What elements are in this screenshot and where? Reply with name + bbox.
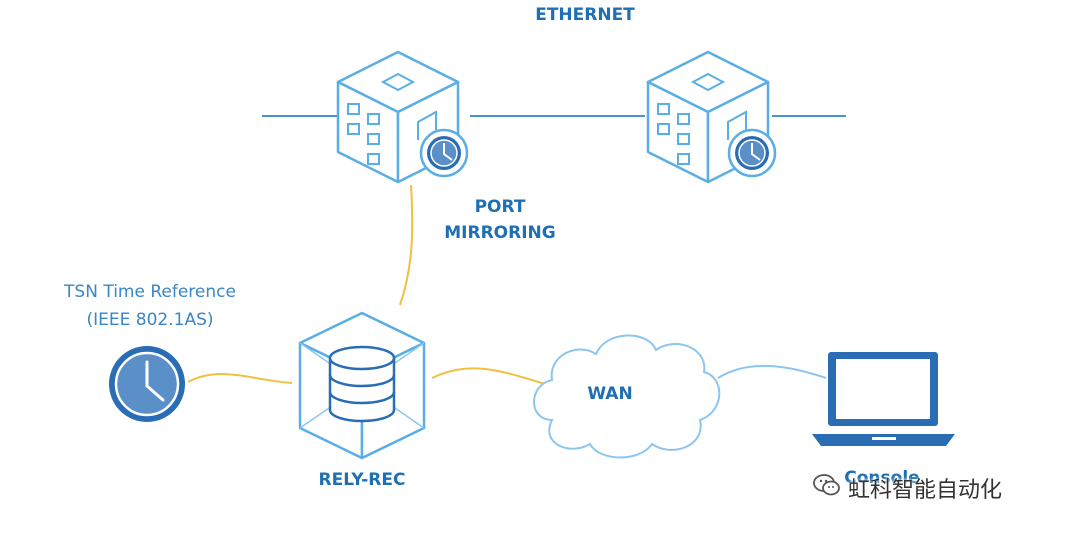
tsn-clock-icon: [109, 346, 185, 422]
switch-left-icon: [336, 50, 469, 184]
watermark-text: 虹科智能自动化: [848, 478, 1003, 503]
port-mirroring-label: PORT MIRRORING: [428, 194, 572, 246]
wechat-icon: [812, 472, 842, 504]
tsn-label-line2: (IEEE 802.1AS): [86, 310, 214, 330]
tsn-link-line: [187, 373, 293, 384]
rely-rec-icon: [298, 311, 426, 460]
laptop-icon: [812, 352, 955, 446]
database-icon: [328, 345, 396, 423]
wan-link-line: [431, 367, 549, 386]
rely-rec-label: RELY-REC: [318, 470, 406, 490]
tsn-label: TSN Time Reference (IEEE 802.1AS): [30, 278, 270, 334]
port-mirroring-line2: MIRRORING: [444, 223, 556, 243]
watermark: 虹科智能自动化: [812, 472, 1002, 504]
tsn-label-line1: TSN Time Reference: [64, 282, 236, 302]
port-mirroring-line1: PORT: [474, 197, 526, 217]
console-label: Console: [844, 468, 920, 488]
wan-label: WAN: [587, 384, 633, 404]
mirror-link-line: [399, 184, 414, 306]
wan-cloud-icon: [533, 334, 721, 459]
switch-right-icon: [646, 50, 777, 184]
ethernet-label: ETHERNET: [535, 5, 635, 25]
console-link-line: [717, 364, 827, 379]
